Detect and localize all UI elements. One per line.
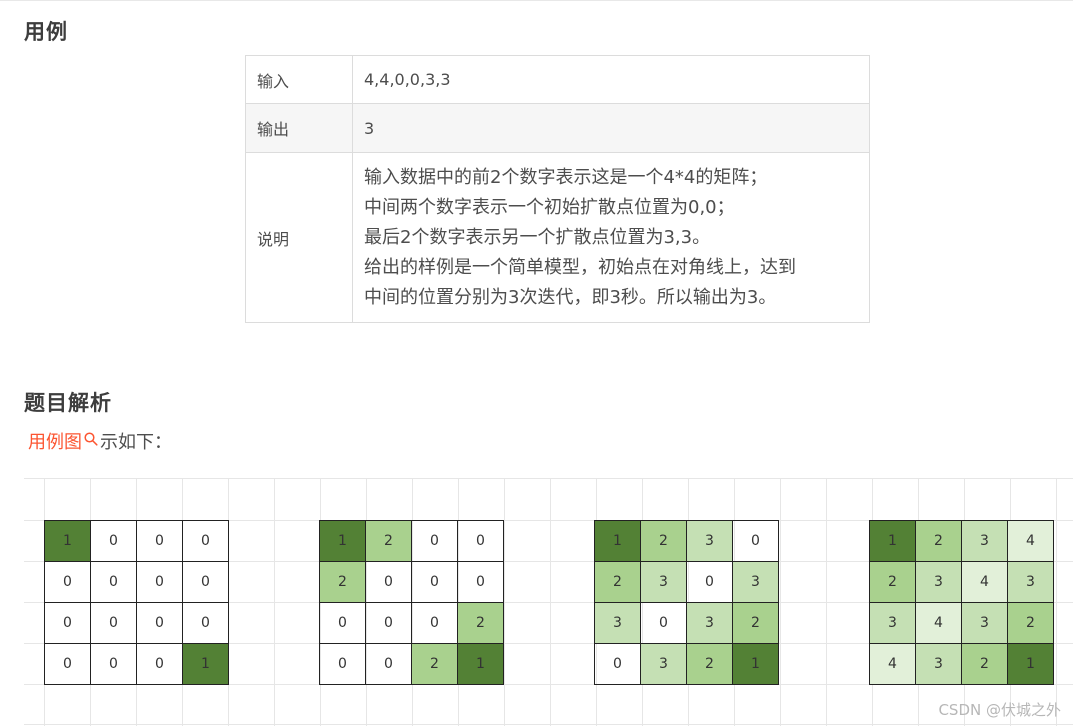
matrix-cell: 1 (183, 644, 229, 685)
matrix-cell: 3 (641, 644, 687, 685)
matrix-cell: 3 (962, 521, 1008, 562)
matrix-cell: 0 (183, 562, 229, 603)
matrix-cell: 0 (45, 562, 91, 603)
matrix-cell: 0 (641, 603, 687, 644)
output-label: 输出 (245, 103, 353, 153)
table-row-output: 输出 3 (245, 103, 870, 153)
matrix-cell: 1 (1008, 644, 1054, 685)
matrix-cell: 3 (641, 562, 687, 603)
watermark: CSDN @伏城之外 (938, 701, 1061, 719)
matrix-cell: 0 (320, 603, 366, 644)
table-row-explain: 说明 输入数据中的前2个数字表示这是一个4*4的矩阵； 中间两个数字表示一个初始… (245, 152, 870, 323)
matrix-cell: 2 (1008, 603, 1054, 644)
matrix-cell: 3 (916, 562, 962, 603)
matrix-cell: 0 (412, 562, 458, 603)
matrix-cell: 2 (595, 562, 641, 603)
matrix-cell: 0 (595, 644, 641, 685)
grid-line (24, 643, 1073, 644)
keyword-link[interactable]: 用例图 (28, 432, 82, 453)
grid-line (24, 724, 1073, 725)
matrix-cell: 4 (962, 562, 1008, 603)
matrix-cell: 1 (458, 644, 504, 685)
matrix-cell: 3 (595, 603, 641, 644)
output-value: 3 (352, 103, 870, 153)
matrix-cell: 1 (45, 521, 91, 562)
search-icon[interactable] (84, 432, 98, 446)
matrix-cell: 2 (733, 603, 779, 644)
matrix-cell: 3 (1008, 562, 1054, 603)
matrix-cell: 0 (45, 644, 91, 685)
input-value: 4,4,0,0,3,3 (352, 55, 870, 104)
matrix-cell: 0 (320, 644, 366, 685)
explain-text: 输入数据中的前2个数字表示这是一个4*4的矩阵； 中间两个数字表示一个初始扩散点… (352, 152, 870, 323)
matrix-cell: 1 (733, 644, 779, 685)
matrix-cell: 2 (320, 562, 366, 603)
matrix-cell: 0 (412, 603, 458, 644)
matrix-cell: 2 (962, 644, 1008, 685)
explain-line: 中间两个数字表示一个初始扩散点位置为0,0； (364, 196, 735, 218)
matrix-cell: 0 (366, 603, 412, 644)
explain-line: 最后2个数字表示另一个扩散点位置为3,3。 (364, 226, 711, 248)
grid-line (24, 478, 1073, 479)
matrix-cell: 1 (595, 521, 641, 562)
matrix-cell: 0 (412, 521, 458, 562)
matrix-cell: 0 (137, 562, 183, 603)
matrix-cell: 4 (870, 644, 916, 685)
matrix-cell: 0 (183, 521, 229, 562)
matrix-cell: 0 (366, 562, 412, 603)
explain-line: 中间的位置分别为3次迭代，即3秒。所以输出为3。 (364, 286, 777, 308)
explain-line: 输入数据中的前2个数字表示这是一个4*4的矩阵； (364, 166, 768, 188)
grid-line (24, 520, 1073, 521)
matrix-cell: 4 (916, 603, 962, 644)
matrix-cell: 0 (733, 521, 779, 562)
intro-paragraph: 用例图示如下： (28, 428, 172, 454)
matrix-cell: 0 (137, 521, 183, 562)
matrix-cell: 2 (641, 521, 687, 562)
matrix-cell: 0 (183, 603, 229, 644)
matrix-cell: 0 (91, 603, 137, 644)
matrix-cell: 2 (870, 562, 916, 603)
matrix-cell: 0 (137, 603, 183, 644)
matrix-cell: 3 (962, 603, 1008, 644)
explain-line: 给出的样例是一个简单模型，初始点在对角线上，达到 (364, 256, 796, 278)
matrix-cell: 0 (366, 644, 412, 685)
matrix-cell: 0 (137, 644, 183, 685)
matrix-cell: 0 (687, 562, 733, 603)
grid-line (24, 684, 1073, 685)
matrix-cell: 0 (458, 562, 504, 603)
matrix-cell: 0 (458, 521, 504, 562)
matrix-cell: 2 (366, 521, 412, 562)
matrix-cell: 3 (870, 603, 916, 644)
matrix-cell: 3 (687, 521, 733, 562)
grid-line (24, 561, 1073, 562)
matrix-cell: 2 (458, 603, 504, 644)
matrix-cell: 3 (687, 603, 733, 644)
matrix-cell: 3 (916, 644, 962, 685)
matrix-cell: 2 (916, 521, 962, 562)
matrix-cell: 1 (320, 521, 366, 562)
matrix-cell: 2 (687, 644, 733, 685)
matrix-cell: 4 (1008, 521, 1054, 562)
matrix-cell: 3 (733, 562, 779, 603)
example-table: 输入 4,4,0,0,3,3 输出 3 说明 输入数据中的前2个数字表示这是一个… (245, 55, 870, 323)
input-label: 输入 (245, 55, 353, 104)
intro-text: 示如下： (100, 432, 172, 453)
matrix-cell: 0 (91, 562, 137, 603)
matrix-cell: 0 (91, 644, 137, 685)
matrix-cell: 0 (45, 603, 91, 644)
matrix-cell: 2 (412, 644, 458, 685)
table-row-input: 输入 4,4,0,0,3,3 (245, 55, 870, 104)
section-title-analysis: 题目解析 (24, 391, 112, 415)
explain-label: 说明 (245, 152, 353, 323)
grid-line (24, 602, 1073, 603)
section-title-example: 用例 (24, 20, 68, 44)
top-divider (0, 0, 1073, 1)
matrix-cell: 1 (870, 521, 916, 562)
matrix-cell: 0 (91, 521, 137, 562)
